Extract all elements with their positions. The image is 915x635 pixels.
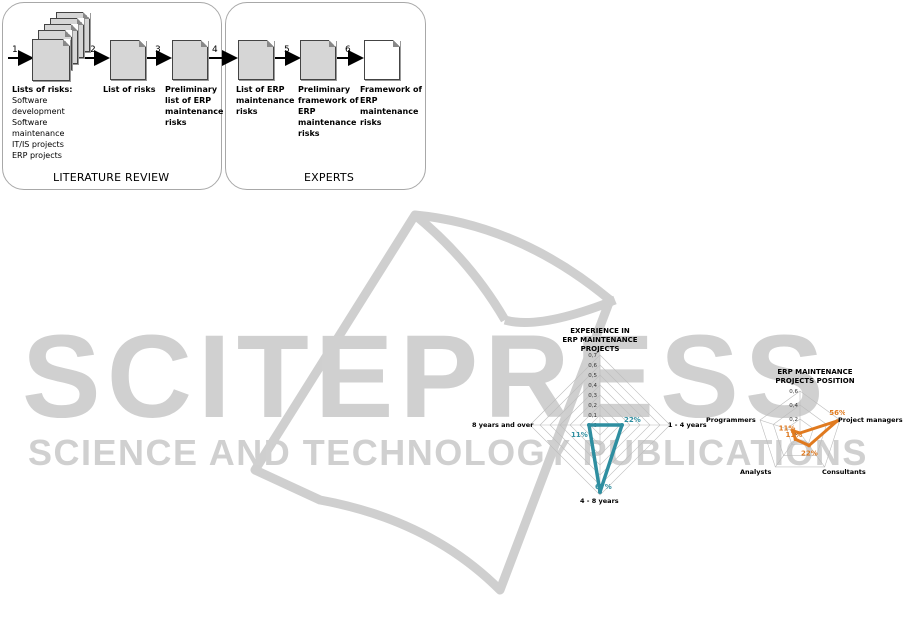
document-icon — [172, 40, 208, 80]
step-5-line: maintenance — [298, 118, 357, 127]
radar-tick-label: 0,2 — [588, 403, 597, 409]
step-4-line: risks — [236, 107, 258, 116]
step-1-item: IT/IS projects — [12, 140, 64, 149]
step-1-item: Software — [12, 118, 48, 127]
radar-data-label: 22% — [624, 416, 641, 424]
step-6-line: Framework of — [360, 85, 422, 94]
step-5-line: Preliminary — [298, 85, 351, 94]
step-number-3: 3 — [155, 45, 161, 55]
step-number-2: 2 — [90, 45, 96, 55]
radar-2-axis-label: Consultants — [822, 468, 866, 476]
radar-tick-label: 0,6 — [789, 389, 798, 395]
step-2-label: List of risks — [103, 84, 156, 95]
radar-1-title-line: PROJECTS — [580, 345, 620, 353]
radar-1-title-line: EXPERIENCE IN — [570, 327, 630, 335]
radar-data-point — [587, 423, 591, 427]
radar-grid-ring — [773, 404, 827, 456]
step-1-label: Lists of risks: Software development Sof… — [12, 84, 92, 161]
radar-2-title-line: ERP MAINTENANCE — [777, 368, 853, 376]
radar-1-axis-label: 4 - 8 years — [580, 497, 619, 505]
step-number-6: 6 — [345, 45, 351, 55]
radar-1-axis-label: 8 years and over — [472, 421, 534, 429]
radar-2-title: ERP MAINTENANCE PROJECTS POSITION — [770, 368, 860, 386]
radar-data-point — [807, 443, 811, 448]
radar-tick-label: 0,7 — [588, 353, 597, 359]
radar-tick-label: 0,4 — [588, 383, 597, 389]
step-6-label: Framework of ERP maintenance risks — [360, 84, 422, 128]
step-3-line: maintenance — [165, 107, 224, 116]
radar-2-axis-label: Programmers — [706, 416, 756, 424]
step-5-line: risks — [298, 129, 320, 138]
final-document-icon — [364, 40, 400, 80]
radar-data-point — [793, 437, 798, 442]
experts-panel — [225, 2, 426, 190]
radar-data-point — [790, 428, 795, 433]
watermark-sub-text: SCIENCE AND TECHNOLOGY PUBLICATIONS — [28, 432, 868, 473]
radar-chart-experience: 00,10,20,30,40,50,60,722%67%11% — [529, 353, 671, 496]
step-3-line: list of ERP — [165, 96, 212, 105]
radar-tick-label: 0,6 — [588, 363, 597, 369]
radar-1-title-line: ERP MAINTENANCE — [562, 336, 638, 344]
step-3-line: risks — [165, 118, 187, 127]
step-5-line: framework of — [298, 96, 359, 105]
radar-tick-label: 0,5 — [588, 373, 597, 379]
radar-data-point — [598, 490, 602, 494]
radar-data-label: 56% — [829, 409, 845, 417]
radar-tick-label: 0,4 — [789, 403, 798, 409]
step-2-text: List of risks — [103, 85, 156, 94]
radar-grid-ring — [759, 390, 841, 468]
step-5-label: Preliminary framework of ERP maintenance… — [298, 84, 359, 139]
radar-data-label: 11% — [785, 431, 802, 439]
radar-data-label: 11% — [571, 431, 588, 439]
radar-data-point — [620, 423, 624, 427]
step-4-line: maintenance — [236, 96, 295, 105]
radar-tick-label: 0 — [795, 431, 799, 437]
radar-1-axis-label: 1 - 4 years — [668, 421, 707, 429]
step-1-item: ERP projects — [12, 151, 62, 160]
radar-chart-position: 0 0,2 0,4 0,6 56% 22% 11%11% — [759, 389, 845, 468]
step-1-heading: Lists of risks: — [12, 85, 73, 94]
literature-review-title: LITERATURE REVIEW — [53, 171, 170, 184]
step-5-line: ERP — [298, 107, 316, 116]
step-1-item: Software — [12, 96, 48, 105]
radar-spoke — [799, 432, 825, 468]
radar-1-title: EXPERIENCE IN ERP MAINTENANCE PROJECTS — [555, 327, 645, 354]
flow-arrows — [8, 50, 364, 66]
step-number-4: 4 — [212, 45, 218, 55]
radar-data-label: 11% — [779, 425, 796, 433]
step-3-line: Preliminary — [165, 85, 218, 94]
document-icon — [238, 40, 274, 80]
step-6-line: ERP — [360, 96, 378, 105]
step-6-line: risks — [360, 118, 382, 127]
document-icon — [32, 39, 70, 81]
radar-2-axis-label: Project managers — [838, 416, 903, 424]
radar-2-title-line: PROJECTS POSITION — [775, 377, 855, 385]
radar-grid-ring — [786, 418, 814, 445]
step-3-label: Preliminary list of ERP maintenance risk… — [165, 84, 223, 128]
step-number-1: 1 — [12, 45, 18, 55]
watermark-main-text: SCITEPRESS — [22, 311, 830, 443]
document-icon — [110, 40, 146, 80]
book-watermark-icon — [250, 210, 617, 595]
radar-data-point — [835, 419, 840, 423]
step-1-item: maintenance — [12, 129, 65, 138]
radar-data-label: 67% — [595, 483, 612, 491]
experts-title: EXPERTS — [304, 171, 355, 184]
radar-series-line — [587, 423, 624, 494]
step-6-line: maintenance — [360, 107, 419, 116]
document-icon — [300, 40, 336, 80]
radar-tick-label: 0,3 — [588, 393, 597, 399]
step-1-item: development — [12, 107, 65, 116]
step-number-5: 5 — [284, 45, 290, 55]
radar-2-axis-label: Analysts — [740, 468, 772, 476]
radar-data-label: 22% — [801, 449, 818, 457]
step-4-label: List of ERP maintenance risks — [236, 84, 294, 117]
radar-tick-label: 0,2 — [789, 417, 798, 423]
radar-tick-label: 0,1 — [588, 413, 597, 419]
step-4-line: List of ERP — [236, 85, 285, 94]
